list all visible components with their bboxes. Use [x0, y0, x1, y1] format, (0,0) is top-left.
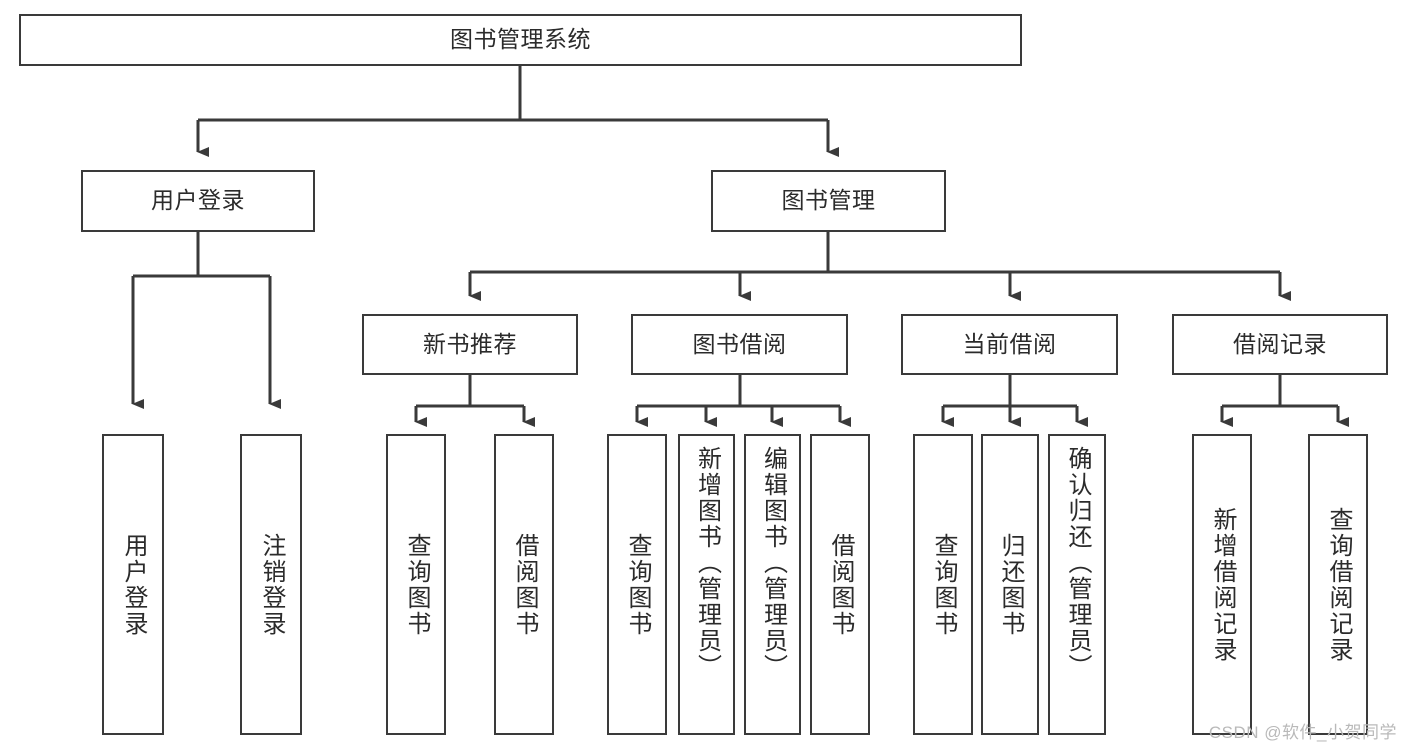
node-book-manage[interactable]: 图书管理	[711, 170, 946, 232]
node-leaf-user-login-label: 用户登录	[120, 532, 147, 637]
node-borrow-record-label: 借阅记录	[1233, 330, 1327, 357]
node-current-borrow[interactable]: 当前借阅	[901, 314, 1118, 375]
node-leaf-query-book-3-label: 查询图书	[930, 532, 957, 637]
node-new-book-recommend-label: 新书推荐	[423, 330, 517, 357]
node-user-login[interactable]: 用户登录	[81, 170, 315, 232]
node-leaf-query-record-label: 查询借阅记录	[1325, 506, 1352, 663]
node-leaf-return-book[interactable]: 归还图书	[981, 434, 1039, 735]
node-borrow-record[interactable]: 借阅记录	[1172, 314, 1388, 375]
node-leaf-query-record[interactable]: 查询借阅记录	[1308, 434, 1368, 735]
csdn-watermark: CSDN @软件_小贺同学	[1208, 723, 1397, 742]
node-leaf-borrow-book-2-label: 借阅图书	[827, 532, 854, 637]
node-leaf-query-book-1-label: 查询图书	[403, 532, 430, 637]
node-new-book-recommend[interactable]: 新书推荐	[362, 314, 578, 375]
node-leaf-logout-login[interactable]: 注销登录	[240, 434, 302, 735]
node-leaf-user-login[interactable]: 用户登录	[102, 434, 164, 735]
node-leaf-borrow-book-1-label: 借阅图书	[511, 532, 538, 637]
node-leaf-return-book-label: 归还图书	[997, 532, 1024, 637]
node-leaf-query-book-2[interactable]: 查询图书	[607, 434, 667, 735]
node-leaf-query-book-1[interactable]: 查询图书	[386, 434, 446, 735]
node-leaf-confirm-return-label: 确认归还（管理员）	[1064, 446, 1091, 680]
node-current-borrow-label: 当前借阅	[962, 330, 1057, 357]
node-book-borrow[interactable]: 图书借阅	[631, 314, 848, 375]
node-leaf-query-book-2-label: 查询图书	[624, 532, 651, 637]
node-book-manage-label: 图书管理	[781, 187, 876, 214]
node-leaf-borrow-book-2[interactable]: 借阅图书	[810, 434, 870, 735]
node-leaf-edit-book[interactable]: 编辑图书（管理员）	[744, 434, 801, 735]
node-leaf-add-book[interactable]: 新增图书（管理员）	[678, 434, 735, 735]
node-leaf-edit-book-label: 编辑图书（管理员）	[759, 446, 787, 680]
node-book-borrow-label: 图书借阅	[692, 330, 787, 357]
node-leaf-add-record[interactable]: 新增借阅记录	[1192, 434, 1252, 735]
node-leaf-logout-login-label: 注销登录	[258, 532, 285, 637]
node-root[interactable]: 图书管理系统	[19, 14, 1022, 66]
node-user-login-label: 用户登录	[151, 187, 245, 214]
node-leaf-add-record-label: 新增借阅记录	[1209, 506, 1236, 663]
node-root-label: 图书管理系统	[450, 26, 591, 53]
node-leaf-confirm-return[interactable]: 确认归还（管理员）	[1048, 434, 1106, 735]
node-leaf-query-book-3[interactable]: 查询图书	[913, 434, 973, 735]
node-leaf-borrow-book-1[interactable]: 借阅图书	[494, 434, 554, 735]
node-leaf-add-book-label: 新增图书（管理员）	[693, 446, 721, 680]
